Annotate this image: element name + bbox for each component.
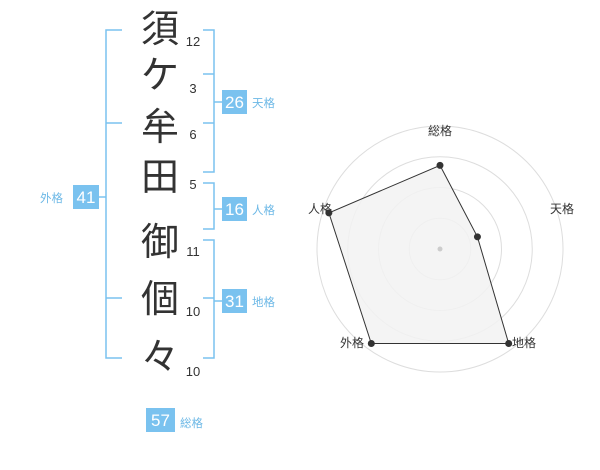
soukaku-label: 総格 xyxy=(180,416,203,430)
chikaku-badge: 31 地格 xyxy=(222,289,275,313)
radar-axis-label: 天格 xyxy=(550,201,574,216)
radar-axis-label: 地格 xyxy=(512,335,536,350)
tenkaku-label: 天格 xyxy=(252,96,275,110)
radar-center xyxy=(437,246,443,252)
radar-axis-label: 人格 xyxy=(308,201,332,216)
soukaku-value-box xyxy=(146,408,175,432)
tenkaku-badge: 26 天格 xyxy=(222,90,275,114)
soukaku-badge: 57 総格 xyxy=(146,408,203,432)
chikaku-value: 31 xyxy=(225,292,244,311)
radar-point xyxy=(325,209,333,217)
tenkaku-bracket xyxy=(203,29,215,173)
stroke-count: 10 xyxy=(186,364,200,379)
name-char: 々 xyxy=(141,335,179,379)
tenkaku-value: 26 xyxy=(225,93,244,112)
jinkaku-bracket xyxy=(203,182,215,230)
stroke-count: 5 xyxy=(189,177,196,192)
kakusu-brackets xyxy=(99,29,222,359)
radar-axis-labels: 総格 天格 地格 外格 人格 xyxy=(308,123,574,350)
radar-axis-label: 外格 xyxy=(340,335,364,350)
radar-center-dot xyxy=(437,246,443,252)
name-char: 牟 xyxy=(141,105,179,149)
gaikaku-badge: 外格 41 xyxy=(40,185,99,209)
radar-point xyxy=(436,161,444,169)
name-char: 個 xyxy=(141,277,179,321)
chikaku-label: 地格 xyxy=(252,295,275,309)
jinkaku-label: 人格 xyxy=(252,203,275,217)
stroke-count: 12 xyxy=(186,34,200,49)
radar-points xyxy=(325,161,513,348)
name-char: 御 xyxy=(141,220,179,264)
stroke-counts: 12 3 6 5 11 10 10 xyxy=(186,34,200,379)
radar-axis-label: 総格 xyxy=(428,123,452,138)
radar-point xyxy=(473,233,481,241)
chikaku-value-box xyxy=(222,289,247,313)
stroke-count: 6 xyxy=(189,127,196,142)
jinkaku-value: 16 xyxy=(225,200,244,219)
stroke-count: 11 xyxy=(186,244,200,259)
gaikaku-bracket xyxy=(105,29,122,359)
tenkaku-value-box xyxy=(222,90,247,114)
jinkaku-value-box xyxy=(222,197,247,221)
name-char: 須 xyxy=(141,7,179,51)
gaikaku-label: 外格 xyxy=(40,191,63,205)
jinkaku-badge: 16 人格 xyxy=(222,197,275,221)
stroke-count: 3 xyxy=(189,81,196,96)
name-char: ケ xyxy=(141,53,179,97)
name-characters: 須 ケ 牟 田 御 個 々 xyxy=(141,7,179,379)
radar-point xyxy=(367,340,375,348)
name-char: 田 xyxy=(141,155,179,199)
soukaku-value: 57 xyxy=(151,411,170,430)
radar-chart: 総格 天格 地格 外格 人格 xyxy=(308,123,574,373)
gaikaku-value: 41 xyxy=(77,188,96,207)
radar-area xyxy=(328,164,510,344)
stroke-count: 10 xyxy=(186,304,200,319)
gaikaku-value-box xyxy=(73,185,99,209)
radar-point xyxy=(505,340,513,348)
chikaku-bracket xyxy=(203,239,215,359)
